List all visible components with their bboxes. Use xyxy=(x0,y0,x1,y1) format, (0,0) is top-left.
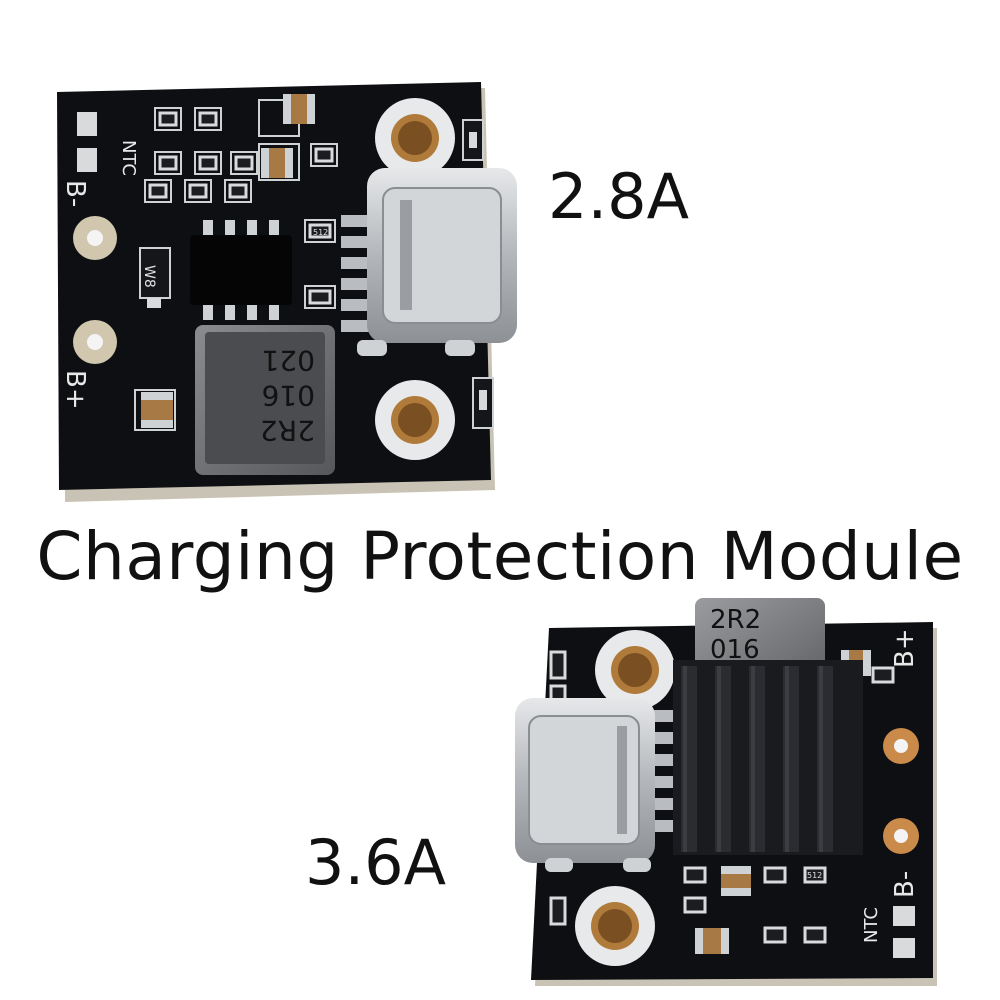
usb-c-connector xyxy=(341,168,517,356)
page-title: Charging Protection Module xyxy=(36,518,964,595)
ic-chip xyxy=(190,220,292,320)
svg-text:2R2: 2R2 xyxy=(710,605,761,635)
ntc-pad xyxy=(893,938,915,958)
inductor: 2R2 016 021 xyxy=(195,325,335,475)
svg-text:021: 021 xyxy=(262,344,315,377)
bottom-module-current-label: 3.6A xyxy=(305,826,447,899)
diode-marking: W8 xyxy=(141,265,157,288)
smd-components xyxy=(134,99,338,431)
top-module-current-label: 2.8A xyxy=(548,160,690,233)
ntc-silkscreen: NTC xyxy=(118,140,139,176)
diode xyxy=(139,247,171,299)
b-plus-silkscreen: B+ xyxy=(60,370,90,410)
resistor-marking: 512 xyxy=(807,871,822,880)
usb-c-connector xyxy=(515,698,673,872)
top-module-photo: NTC B- B+ 51 xyxy=(57,82,517,502)
ntc-pad xyxy=(77,148,97,172)
svg-text:016: 016 xyxy=(262,379,315,412)
b-minus-silkscreen: B- xyxy=(890,871,920,898)
ntc-pad xyxy=(77,112,97,136)
b-minus-silkscreen: B- xyxy=(60,180,90,207)
b-plus-silkscreen: B+ xyxy=(890,628,920,668)
ntc-pad xyxy=(893,906,915,926)
svg-text:2R2: 2R2 xyxy=(260,414,315,447)
ntc-silkscreen: NTC xyxy=(861,907,882,943)
heatsink xyxy=(673,660,863,855)
resistor-marking: 512 xyxy=(313,228,328,237)
bottom-module-photo: B+ B- NTC 512 2R2 016 031 xyxy=(515,598,937,986)
